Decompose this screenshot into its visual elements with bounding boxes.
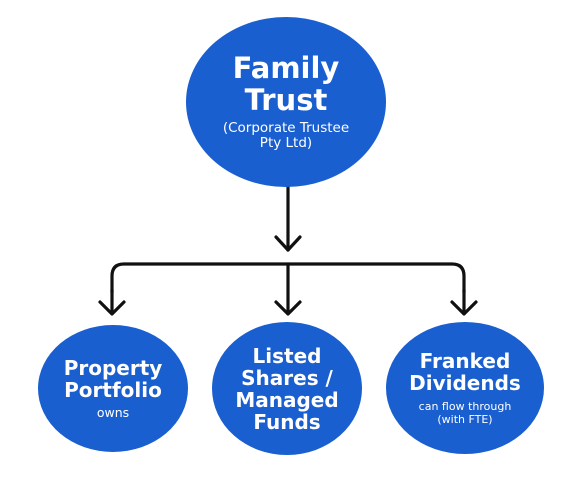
family-trust-title-line-2: Trust — [244, 83, 328, 118]
listed-shares-title-line-4: Funds — [253, 409, 321, 434]
trunk-arrowhead — [274, 235, 302, 252]
listed-shares-title: Listed Shares / Managed Funds — [235, 345, 338, 433]
family-trust-subtitle: (Corporate Trustee Pty Ltd) — [222, 119, 350, 152]
franked-dividends-subtitle-line-1: can flow through — [418, 399, 512, 413]
family-trust-node: Family Trust (Corporate Trustee Pty Ltd) — [186, 17, 386, 187]
listed-shares-node: Listed Shares / Managed Funds — [212, 322, 362, 455]
franked-dividends-subtitle-line-2: (with FTE) — [437, 412, 493, 426]
property-portfolio-title-line-2: Portfolio — [64, 378, 162, 403]
franked-dividends-title: Franked Dividends — [409, 350, 521, 395]
family-trust-title-line-1: Family — [232, 51, 340, 86]
listed-shares-title-line-1: Listed — [252, 343, 322, 368]
family-trust-title: Family Trust — [233, 52, 340, 117]
center-arrowhead — [274, 300, 302, 316]
property-portfolio-subtitle: owns — [96, 404, 130, 420]
franked-dividends-title-line-1: Franked — [419, 348, 511, 373]
property-portfolio-node: Property Portfolio owns — [38, 325, 188, 452]
family-trust-subtitle-line-1: (Corporate Trustee — [222, 119, 350, 136]
listed-shares-title-line-3: Managed — [235, 387, 339, 412]
franked-dividends-title-line-2: Dividends — [409, 371, 521, 396]
listed-shares-title-line-2: Shares / — [241, 365, 333, 390]
franked-dividends-subtitle: can flow through (with FTE) — [419, 400, 512, 426]
family-trust-subtitle-line-2: Pty Ltd) — [259, 135, 313, 152]
property-portfolio-title: Property Portfolio — [64, 357, 163, 402]
franked-dividends-node: Franked Dividends can flow through (with… — [386, 322, 544, 454]
property-portfolio-title-line-1: Property — [63, 355, 163, 380]
